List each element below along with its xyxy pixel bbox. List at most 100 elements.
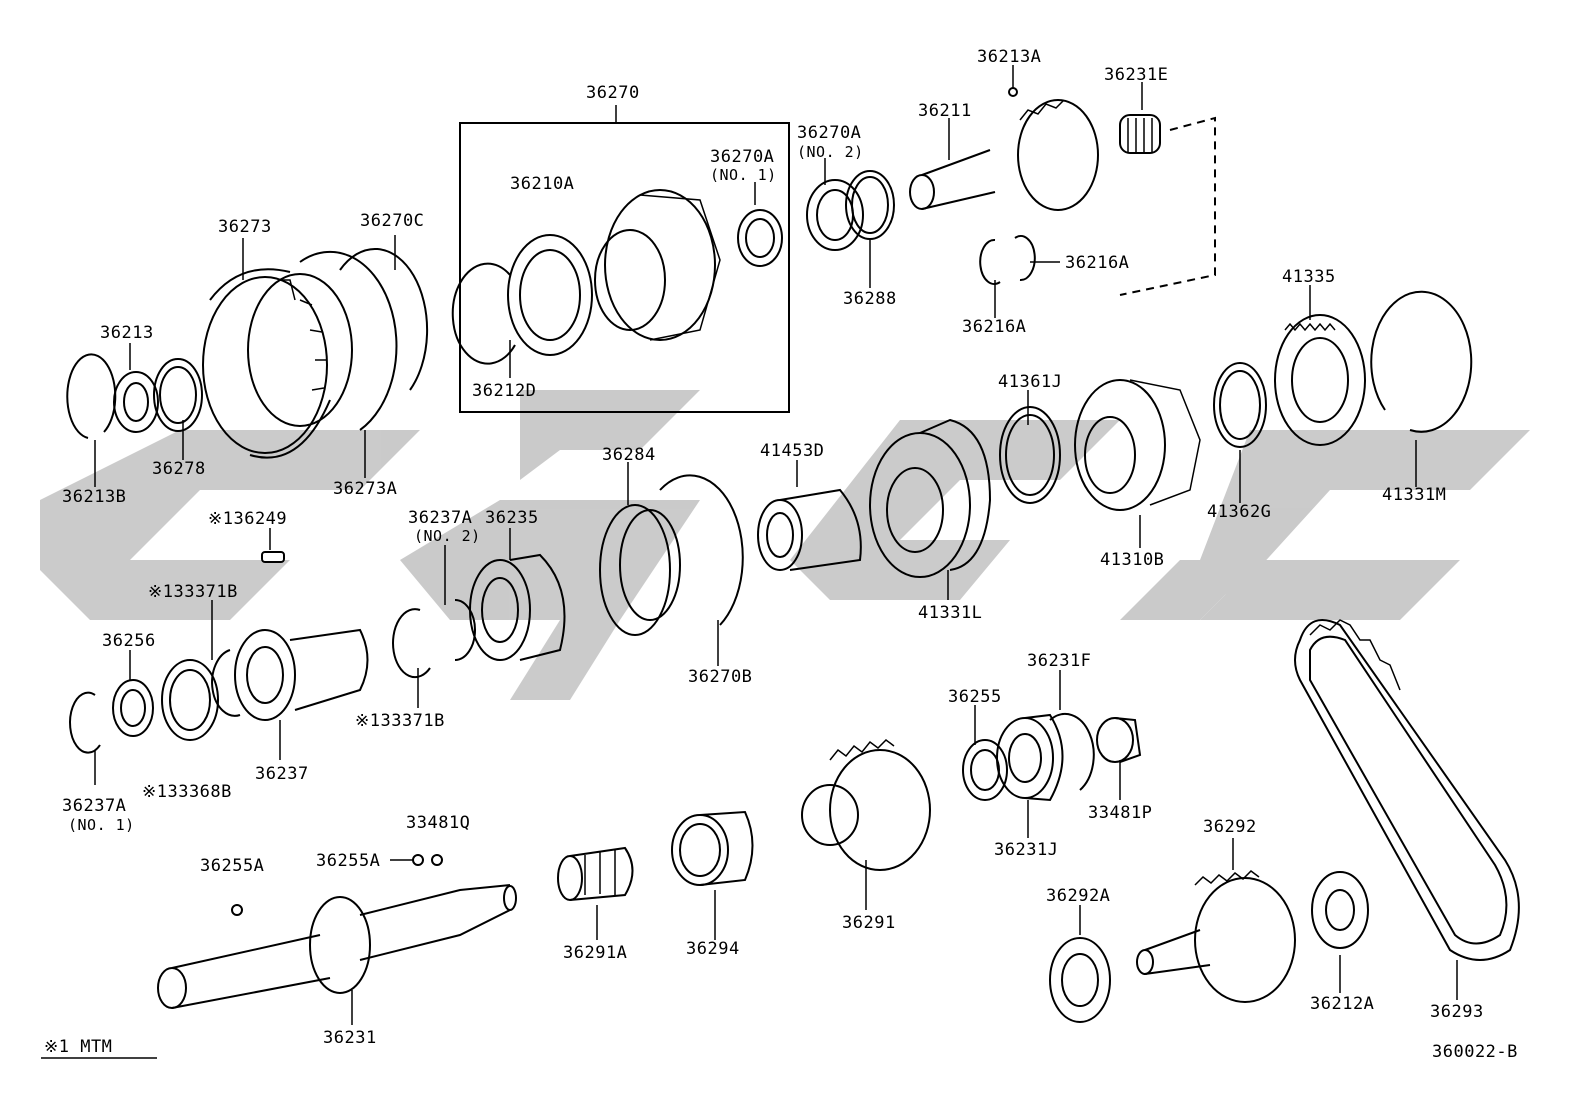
label-36237: 36237 bbox=[255, 764, 309, 784]
label-36211: 36211 bbox=[918, 101, 972, 121]
label-36270A-no1-note: (NO. 1) bbox=[710, 166, 777, 184]
label-36237A-no1-note: (NO. 1) bbox=[68, 816, 135, 834]
part-36231F-ring bbox=[1049, 713, 1095, 791]
label-36294: 36294 bbox=[686, 939, 740, 959]
part-36278-washer bbox=[153, 358, 203, 432]
part-36255-washer bbox=[962, 739, 1008, 801]
label-36255A-left: 36255A bbox=[200, 856, 265, 876]
part-41331L-sprocket bbox=[869, 418, 992, 578]
part-36291-gear bbox=[801, 739, 931, 871]
label-36235: 36235 bbox=[485, 508, 539, 528]
part-36273A-snap-ring bbox=[299, 250, 398, 431]
label-41331L: 41331L bbox=[918, 603, 983, 623]
label-36237A-no1: 36237A bbox=[62, 796, 127, 816]
dashed-bracket bbox=[1119, 116, 1216, 296]
label-33481Q: 33481Q bbox=[406, 813, 471, 833]
part-36294-bearing bbox=[671, 810, 754, 886]
part-36211-shaft bbox=[909, 99, 1099, 211]
label-36213: 36213 bbox=[100, 323, 154, 343]
label-36255A-right: 36255A bbox=[316, 851, 381, 871]
part-36288-washer bbox=[845, 170, 895, 240]
label-133371B-upper: ※133371B bbox=[148, 582, 238, 602]
label-36291A: 36291A bbox=[563, 943, 628, 963]
legend-mtm: ※1 MTM bbox=[44, 1037, 113, 1057]
label-133371B-lower: ※133371B bbox=[355, 711, 445, 731]
label-36273: 36273 bbox=[218, 217, 272, 237]
leader-lines bbox=[41, 65, 1458, 1059]
part-36210A-planet-carrier bbox=[507, 189, 721, 356]
part-36213A-ball bbox=[1008, 87, 1018, 97]
label-36231E: 36231E bbox=[1104, 65, 1169, 85]
label-36270A-no2-note: (NO. 2) bbox=[797, 143, 864, 161]
label-36231: 36231 bbox=[323, 1028, 377, 1048]
part-36270B-snap-ring bbox=[659, 474, 744, 626]
part-36292A-bearing bbox=[1049, 937, 1111, 1023]
part-36237-gear bbox=[234, 628, 369, 721]
label-36291: 36291 bbox=[842, 913, 896, 933]
label-41362G: 41362G bbox=[1207, 502, 1272, 522]
watermark-logo bbox=[40, 390, 1530, 700]
part-36213-bearing bbox=[113, 371, 159, 433]
label-36273A: 36273A bbox=[333, 479, 398, 499]
part-36212D-snap-ring bbox=[451, 262, 516, 365]
part-36255A-ball-left bbox=[231, 904, 243, 916]
part-36270C-snap-ring bbox=[339, 247, 429, 391]
part-133371B-lower-ring bbox=[211, 649, 241, 717]
label-36292A: 36292A bbox=[1046, 886, 1111, 906]
diagram-id: 360022-B bbox=[1432, 1042, 1518, 1062]
part-36270A-no1-bearing bbox=[737, 209, 783, 267]
label-41310B: 41310B bbox=[1100, 550, 1165, 570]
part-41362G-washer bbox=[1213, 362, 1267, 448]
label-133368B: ※133368B bbox=[142, 782, 232, 802]
part-36284-sleeve bbox=[599, 504, 681, 636]
label-36288: 36288 bbox=[843, 289, 897, 309]
part-36231J-bearing bbox=[996, 713, 1064, 802]
label-36237A-no2: 36237A bbox=[408, 508, 473, 528]
part-41331M-snap-ring bbox=[1370, 290, 1473, 433]
part-41453D-hub bbox=[757, 488, 862, 571]
part-36213B-snap-ring bbox=[66, 353, 117, 439]
label-36270A-no1: 36270A bbox=[710, 147, 775, 167]
part-133371B-upper-ring bbox=[392, 608, 431, 679]
part-41310B-carrier bbox=[1074, 379, 1201, 511]
part-36255A-ball-right bbox=[412, 854, 424, 866]
label-36255: 36255 bbox=[948, 687, 1002, 707]
label-136249: ※136249 bbox=[208, 509, 288, 529]
label-41453D: 41453D bbox=[760, 441, 825, 461]
part-36291A-bearing bbox=[557, 846, 634, 901]
label-36212D: 36212D bbox=[472, 381, 537, 401]
label-41331M: 41331M bbox=[1382, 485, 1447, 505]
label-41335: 41335 bbox=[1282, 267, 1336, 287]
part-36292-gear bbox=[1136, 870, 1296, 1003]
part-36256-washer bbox=[112, 679, 154, 737]
part-41361J-washer bbox=[999, 406, 1061, 504]
part-41335-gear bbox=[1274, 314, 1366, 446]
label-36270: 36270 bbox=[586, 83, 640, 103]
label-36237A-no2-note: (NO. 2) bbox=[414, 527, 481, 545]
label-36293: 36293 bbox=[1430, 1002, 1484, 1022]
label-36210A: 36210A bbox=[510, 174, 575, 194]
label-36270A-no2: 36270A bbox=[797, 123, 862, 143]
label-36256: 36256 bbox=[102, 631, 156, 651]
part-36231E-bearing bbox=[1119, 114, 1161, 154]
label-36213A: 36213A bbox=[977, 47, 1042, 67]
label-33481P: 33481P bbox=[1088, 803, 1153, 823]
label-36270C: 36270C bbox=[360, 211, 425, 231]
label-36284: 36284 bbox=[602, 445, 656, 465]
part-36237A-no2-ring bbox=[454, 599, 476, 661]
label-36216A-bottom: 36216A bbox=[962, 317, 1027, 337]
part-36216A-rings bbox=[979, 235, 1036, 285]
assembly-box bbox=[459, 122, 790, 413]
label-41361J: 41361J bbox=[998, 372, 1063, 392]
part-36273-ring-gear bbox=[202, 268, 353, 459]
part-36231-shaft bbox=[157, 884, 517, 1009]
part-136249-key bbox=[261, 551, 285, 563]
label-36231J: 36231J bbox=[994, 840, 1059, 860]
label-36292: 36292 bbox=[1203, 817, 1257, 837]
part-133368B-ring bbox=[161, 659, 219, 741]
part-36212A-bearing bbox=[1311, 871, 1369, 949]
label-36270B: 36270B bbox=[688, 667, 753, 687]
label-36212A: 36212A bbox=[1310, 994, 1375, 1014]
